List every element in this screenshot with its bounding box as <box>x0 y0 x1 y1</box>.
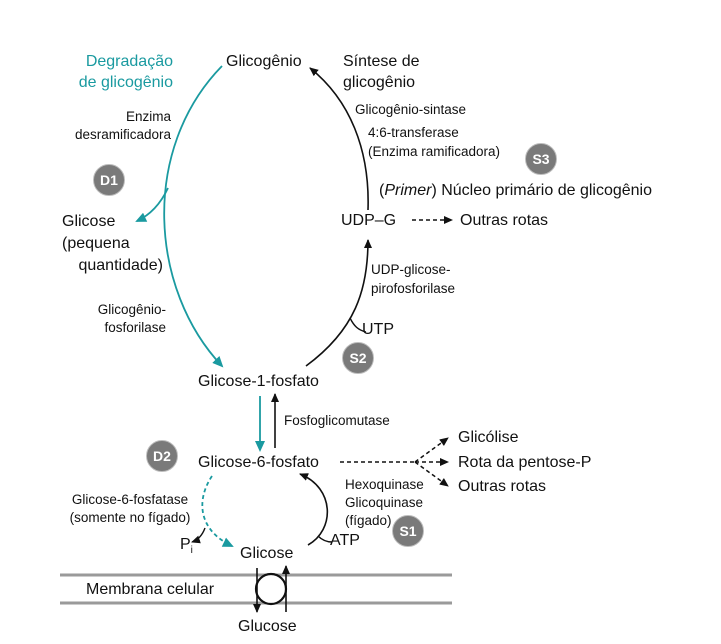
glycogen-synthesis-arrow <box>309 67 369 211</box>
phosphatase-dashed <box>201 475 234 547</box>
hexokinase-arrow <box>299 473 329 546</box>
degradation-title-1: Degradação <box>85 53 173 70</box>
enzyme-fosforilase-1: Glicogênio- <box>97 302 166 317</box>
enzyme-hexoquinase: Hexoquinase <box>345 477 424 492</box>
enzyme-udp-pirofosforilase-2: pirofosforilase <box>371 281 456 296</box>
enzyme-transferase-2: (Enzima ramificadora) <box>368 144 501 159</box>
node-glucose-outside: Glucose <box>238 618 297 635</box>
glycolysis-dashed <box>414 437 449 463</box>
enzyme-glicoquinase-2: (fígado) <box>345 513 392 528</box>
membrane-label: Membrana celular <box>86 581 215 598</box>
enzyme-udp-pirofosforilase-1: UDP-glicose- <box>371 262 451 277</box>
pi-label: P <box>180 536 191 553</box>
pi-subscript: i <box>190 545 193 556</box>
enzyme-desram-2: desramificadora <box>74 127 171 142</box>
node-glicogenio: Glicogênio <box>226 53 302 70</box>
node-glicolise: Glicólise <box>458 429 519 446</box>
primer-italic: Primer <box>384 182 432 199</box>
enzyme-transferase-1: 4:6-transferase <box>368 125 459 140</box>
atp-input-curve <box>317 535 333 543</box>
degradation-arrow <box>163 65 224 368</box>
synthesis-title-2: glicogênio <box>343 74 416 91</box>
glucose-transporter <box>254 572 288 606</box>
enzyme-fosfoglicomutase: Fosfoglicomutase <box>284 413 390 428</box>
node-udp-g: UDP–G <box>341 212 397 229</box>
badge-d1: D1 <box>93 164 125 196</box>
pi-output-arrow <box>191 527 206 544</box>
badge-d2: D2 <box>146 440 178 472</box>
primer-label: (Primer) Núcleo primário de glicogênio <box>379 183 652 199</box>
node-glicose-6-fosfato: Glicose-6-fosfato <box>198 454 319 471</box>
primer-rest: ) Núcleo primário de glicogênio <box>431 182 652 199</box>
enzyme-g6fosfatase-1: Glicose-6-fosfatase <box>71 492 189 507</box>
badge-s1: S1 <box>392 515 424 547</box>
node-glicose-small-3: quantidade) <box>78 257 163 274</box>
badge-s2: S2 <box>342 342 374 374</box>
utp-input-curve <box>349 317 367 333</box>
node-glicose: Glicose <box>240 545 294 562</box>
enzyme-fosforilase-2: fosforilase <box>104 320 166 335</box>
enzyme-g6fosfatase-2: (somente no fígado) <box>69 510 191 525</box>
primer-open: ( <box>379 182 385 199</box>
badge-s3: S3 <box>525 143 557 175</box>
synthesis-title-1: Síntese de <box>343 53 420 70</box>
node-glicose-small-1: Glicose <box>62 213 116 230</box>
node-glicose-1-fosfato: Glicose-1-fosfato <box>198 373 319 390</box>
enzyme-desram-1: Enzima <box>125 109 171 124</box>
enzyme-glicoquinase-1: Glicoquinase <box>345 495 424 510</box>
enzyme-sintase: Glicogênio-sintase <box>355 102 467 117</box>
node-rota-pentose: Rota da pentose-P <box>458 454 592 471</box>
node-outras-rotas-udp: Outras rotas <box>460 212 549 229</box>
node-atp: ATP <box>330 532 360 549</box>
node-pi: Pi <box>180 536 193 556</box>
degradation-title-2: de glicogênio <box>78 74 173 91</box>
node-glicose-small-2: (pequena <box>62 235 130 252</box>
debranching-arrow <box>135 187 169 222</box>
node-utp: UTP <box>362 321 394 338</box>
udp-synthesis-arrow <box>305 239 372 367</box>
node-outras-rotas-g6p: Outras rotas <box>458 478 547 495</box>
